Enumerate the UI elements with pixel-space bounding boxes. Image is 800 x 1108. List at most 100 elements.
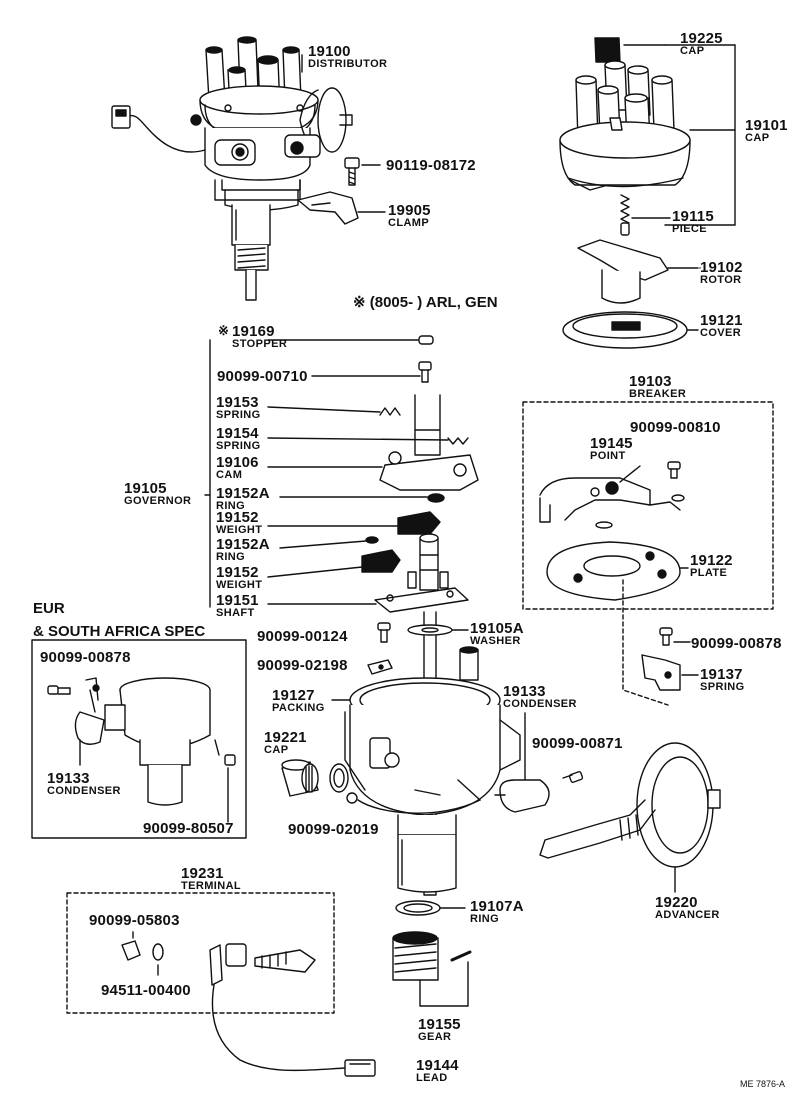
eur-spec-drawing [47, 677, 236, 823]
part-name-weight-2: WEIGHT [216, 579, 263, 591]
part-number-19121: 19121 [700, 312, 743, 329]
part-name-cover: COVER [700, 327, 742, 339]
part-number-19137: 19137 [700, 666, 743, 683]
part-name-cam: CAM [216, 469, 243, 481]
label-19225: 19225 CAP [680, 31, 723, 57]
part-name-ring-2: RING [216, 551, 246, 563]
part-name-lead: LEAD [416, 1072, 448, 1084]
part-number-19105: 19105 [124, 480, 167, 497]
gear-19155-drawing [392, 931, 472, 1007]
label-19107A: 19107A RING [470, 899, 524, 925]
terminal-19231-drawing [121, 931, 376, 1077]
part-name-weight-1: WEIGHT [216, 524, 263, 536]
stopper-asterisk-mark: ※ [218, 323, 229, 338]
label-19220: 19220 ADVANCER [655, 895, 720, 921]
part-number-19133-right: 19133 [503, 683, 546, 700]
distributor-housing-drawing [331, 622, 521, 916]
part-number-19220: 19220 [655, 894, 698, 911]
clamp-19905-drawing [297, 191, 386, 225]
part-number-90099-80507: 90099-80507 [143, 820, 234, 837]
part-number-19127: 19127 [272, 687, 315, 704]
part-number-90099-05803: 90099-05803 [89, 912, 180, 929]
eur-spec-title-line1: EUR [33, 600, 65, 617]
label-19152-1: 19152 WEIGHT [216, 510, 262, 536]
arl-gen-note: ※ (8005- ) ARL, GEN [353, 294, 498, 311]
label-19127: 19127 PACKING [272, 688, 325, 714]
part-number-90119-08172: 90119-08172 [386, 157, 476, 174]
part-number-90099-00710: 90099-00710 [217, 368, 308, 385]
part-number-19103: 19103 [629, 373, 672, 390]
part-name-plate: PLATE [690, 567, 728, 579]
label-19152-2: 19152 WEIGHT [216, 565, 262, 591]
label-19103: 19103 BREAKER [629, 374, 686, 400]
part-number-19122: 19122 [690, 552, 733, 569]
bolt-90119-08172-drawing [344, 157, 381, 186]
label-19100: 19100 DISTRIBUTOR [308, 44, 387, 70]
part-number-90099-00124: 90099-00124 [257, 628, 348, 645]
part-number-19221: 19221 [264, 729, 307, 746]
part-name-terminal: TERMINAL [181, 880, 242, 892]
part-number-19105A: 19105A [470, 620, 524, 637]
part-number-90099-02198: 90099-02198 [257, 657, 348, 674]
part-name-condenser-right: CONDENSER [503, 698, 577, 710]
label-19152A-1: 19152A RING [216, 486, 270, 512]
screw-90099-00871-drawing [562, 771, 584, 783]
part-number-19152-1: 19152 [216, 509, 259, 526]
breaker-19103-drawing [539, 461, 689, 601]
figure-code: ME 7876-A [740, 1079, 786, 1089]
part-number-19151: 19151 [216, 592, 259, 609]
part-name-ring-19107A: RING [470, 913, 500, 925]
part-number-90099-00810: 90099-00810 [630, 419, 721, 436]
part-number-19231: 19231 [181, 865, 224, 882]
part-number-19100: 19100 [308, 43, 351, 60]
part-number-19101: 19101 [745, 117, 788, 134]
label-19152A-2: 19152A RING [216, 537, 270, 563]
label-19105A: 19105A WASHER [470, 621, 524, 647]
part-name-gear: GEAR [418, 1031, 452, 1043]
part-number-19153: 19153 [216, 394, 259, 411]
label-19133-left: 19133 CONDENSER [47, 771, 121, 797]
part-number-90099-02019: 90099-02019 [288, 821, 379, 838]
part-name-point: POINT [590, 450, 626, 462]
part-name-ring-1: RING [216, 500, 246, 512]
part-number-90099-00878-right: 90099-00878 [691, 635, 782, 652]
distributor-assembly-drawing [111, 36, 353, 301]
label-19122: 19122 PLATE [690, 553, 733, 579]
part-number-19115: 19115 [672, 208, 714, 225]
part-name-advancer: ADVANCER [655, 909, 720, 921]
label-19145: 19145 POINT [590, 436, 633, 462]
part-number-19107A: 19107A [470, 898, 524, 915]
part-number-19905: 19905 [388, 202, 431, 219]
part-name-spring-19153: SPRING [216, 409, 261, 421]
part-name-cap-19225: CAP [680, 45, 705, 57]
part-name-shaft: SHAFT [216, 607, 255, 619]
part-number-19133-left: 19133 [47, 770, 90, 787]
part-name-spring-19154: SPRING [216, 440, 261, 452]
label-19905: 19905 CLAMP [388, 203, 431, 229]
spring-19137-drawing [641, 627, 699, 691]
part-number-19102: 19102 [700, 259, 743, 276]
part-number-19152A-2: 19152A [216, 536, 270, 553]
label-19106: 19106 CAM [216, 455, 259, 481]
label-19231: 19231 TERMINAL [181, 866, 241, 892]
cap-19221-drawing [281, 759, 319, 797]
part-number-19106: 19106 [216, 454, 259, 471]
part-number-19145: 19145 [590, 435, 633, 452]
part-name-governor: GOVERNOR [124, 495, 192, 507]
part-name-packing: PACKING [272, 702, 325, 714]
part-name-cap-19101: CAP [745, 132, 770, 144]
part-number-19144: 19144 [416, 1057, 459, 1074]
part-number-90099-00878-left: 90099-00878 [40, 649, 131, 666]
advancer-19220-drawing [539, 742, 721, 893]
part-name-clamp: CLAMP [388, 217, 430, 229]
part-name-cap-19221: CAP [264, 744, 289, 756]
part-number-19225: 19225 [680, 30, 723, 47]
part-number-19155: 19155 [418, 1016, 461, 1033]
part-name-stopper: STOPPER [232, 338, 288, 350]
label-19121: 19121 COVER [700, 313, 743, 339]
label-19169: 19169 STOPPER [232, 324, 287, 350]
label-19133-right: 19133 CONDENSER [503, 684, 577, 710]
part-name-condenser-left: CONDENSER [47, 785, 121, 797]
